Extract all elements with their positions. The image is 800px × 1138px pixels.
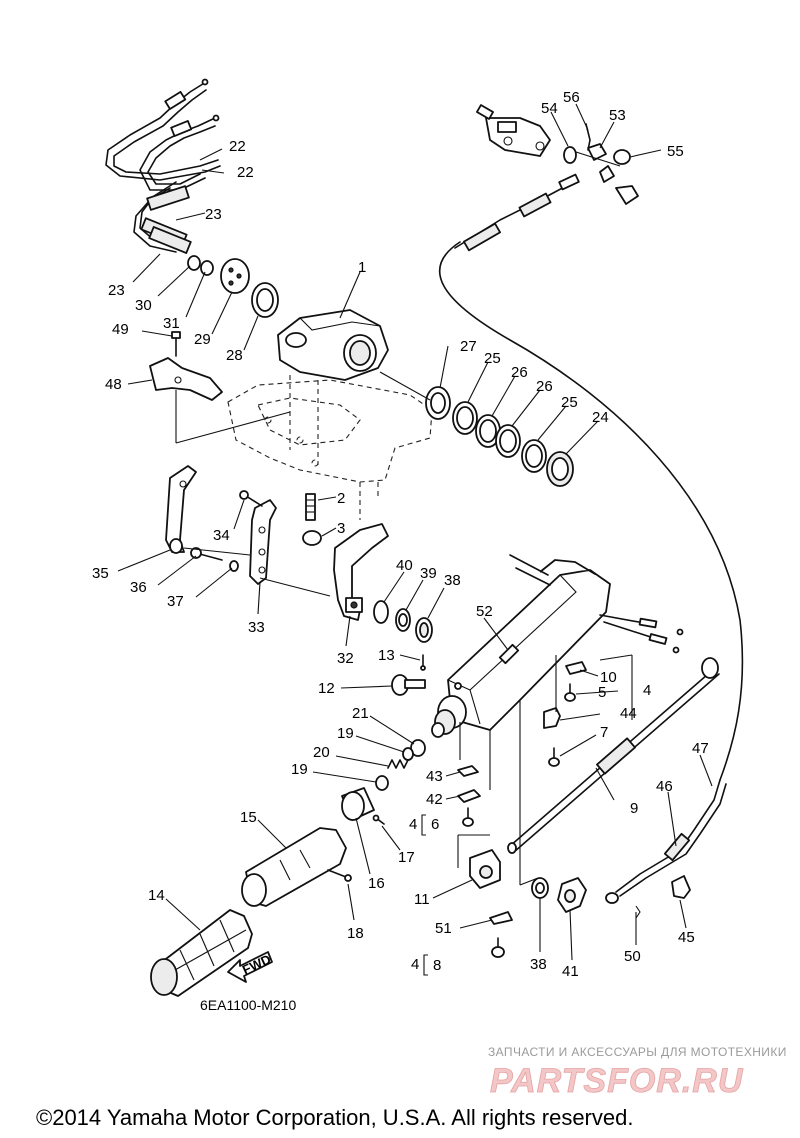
callout-19-a: 19 [337, 725, 354, 742]
small-washers [373, 600, 433, 643]
callout-22-a: 22 [229, 138, 246, 155]
callout-5: 5 [598, 684, 606, 701]
callout-48: 48 [105, 376, 122, 393]
watermark-logo: PARTSFOR.RU [490, 1062, 744, 1100]
fwd-label: FWD [240, 951, 273, 977]
callout-55: 55 [667, 143, 684, 160]
callout-9: 9 [630, 800, 638, 817]
callout-20: 20 [313, 744, 330, 761]
callout-11: 11 [414, 891, 430, 908]
copyright-notice: ©2014 Yamaha Motor Corporation, U.S.A. A… [36, 1105, 633, 1130]
callout-15: 15 [240, 809, 257, 826]
watermark: ЗАПЧАСТИ И АКСЕССУАРЫ ДЛЯ МОТОТЕХНИКИ PA… [488, 1045, 787, 1100]
callout-36: 36 [130, 579, 147, 596]
callout-43: 43 [426, 768, 443, 785]
bracket-48 [149, 331, 291, 444]
callout-56: 56 [563, 89, 580, 106]
callout-39: 39 [420, 565, 437, 582]
watermark-caption: ЗАПЧАСТИ И АКСЕССУАРЫ ДЛЯ МОТОТЕХНИКИ [488, 1045, 787, 1059]
callout-14: 14 [148, 887, 165, 904]
callout-42: 42 [426, 791, 443, 808]
callout-22-b: 22 [237, 164, 254, 181]
callout-26-a: 26 [511, 364, 528, 381]
callout-31: 31 [163, 315, 180, 332]
washer-stack [379, 371, 574, 487]
throttle-grip-sleeve [341, 787, 385, 825]
callout-12: 12 [318, 680, 335, 697]
callout-4-a: 4 [643, 682, 651, 699]
throttle-shaft [241, 827, 352, 907]
callout-25-b: 25 [561, 394, 578, 411]
callout-24: 24 [592, 409, 609, 426]
leader-lines [117, 103, 713, 961]
callout-46: 46 [656, 778, 673, 795]
long-cable-loop [439, 173, 744, 781]
throttle-cable-9 [507, 657, 720, 854]
callout-49: 49 [112, 321, 129, 338]
callout-8: 8 [433, 957, 441, 974]
callout-37: 37 [167, 593, 184, 610]
callout-44: 44 [620, 705, 637, 722]
callout-6: 6 [431, 816, 439, 833]
callout-51: 51 [435, 920, 452, 937]
callout-35: 35 [92, 565, 109, 582]
callout-4-b: 4 [409, 816, 417, 833]
callout-30: 30 [135, 297, 152, 314]
callout-18: 18 [347, 925, 364, 942]
handle-grip [150, 909, 253, 997]
callout-23-a: 23 [205, 206, 222, 223]
callout-33: 33 [248, 619, 265, 636]
callout-40: 40 [396, 557, 413, 574]
callout-25-a: 25 [484, 350, 501, 367]
callout-10: 10 [600, 669, 617, 686]
spring-group [375, 739, 426, 791]
lower-fasteners [457, 654, 633, 827]
steering-handle-body [431, 554, 684, 885]
callout-50: 50 [624, 948, 641, 965]
callout-labels: 1 2 3 4 4 4 5 6 7 8 9 10 11 12 13 14 15 … [92, 89, 709, 980]
callout-1: 1 [358, 259, 366, 276]
callout-19-b: 19 [291, 761, 308, 778]
callout-13: 13 [378, 647, 395, 664]
callout-34: 34 [213, 527, 230, 544]
top-right-assembly [476, 104, 639, 205]
shift-lever-32 [333, 523, 389, 621]
callout-2: 2 [337, 490, 345, 507]
callout-16: 16 [368, 875, 385, 892]
shift-cable-47 [605, 779, 727, 919]
callout-7: 7 [600, 724, 608, 741]
stop-switch-housing [457, 834, 513, 958]
callout-3: 3 [337, 520, 345, 537]
cable-pulley-group [187, 255, 279, 318]
callout-38-a: 38 [444, 572, 461, 589]
friction-bolt [391, 654, 426, 696]
callout-38-b: 38 [530, 956, 547, 973]
callout-54: 54 [541, 100, 558, 117]
callout-32: 32 [337, 650, 354, 667]
callout-45: 45 [678, 929, 695, 946]
callout-27: 27 [460, 338, 477, 355]
callout-52: 52 [476, 603, 493, 620]
collar-and-clip [519, 877, 587, 913]
callout-29: 29 [194, 331, 211, 348]
stud-and-nut [302, 493, 322, 546]
diagram-code: 6EA1100-M210 [200, 997, 296, 1013]
throttle-cables [105, 78, 221, 254]
steering-bracket [277, 309, 389, 381]
callout-28: 28 [226, 347, 243, 364]
callout-26-b: 26 [536, 378, 553, 395]
shift-levers [165, 465, 331, 597]
callout-47: 47 [692, 740, 709, 757]
callout-17: 17 [398, 849, 415, 866]
callout-53: 53 [609, 107, 626, 124]
callout-41: 41 [562, 963, 579, 980]
callout-21: 21 [352, 705, 369, 722]
callout-4-c: 4 [411, 956, 419, 973]
callout-23-b: 23 [108, 282, 125, 299]
